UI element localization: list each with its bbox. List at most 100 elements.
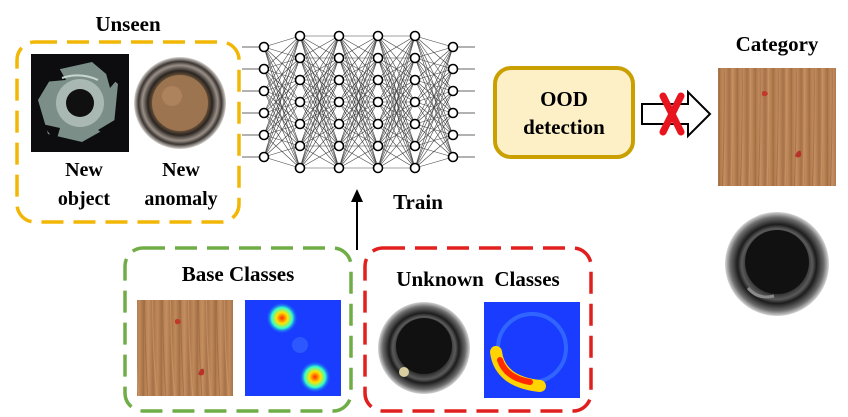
neural-network xyxy=(242,30,475,174)
train-label: Train xyxy=(393,190,443,214)
nn-edge xyxy=(263,123,301,158)
nn-edge xyxy=(377,35,416,125)
nn-node xyxy=(447,151,459,163)
new-anomaly-image xyxy=(134,57,226,149)
nn-node xyxy=(409,96,421,108)
unknown-classes-box xyxy=(363,246,593,413)
nn-node xyxy=(447,85,459,97)
nn-edge xyxy=(377,35,416,147)
nn-node xyxy=(258,63,270,75)
nn-node xyxy=(372,52,384,64)
nn-edge xyxy=(299,35,340,81)
nn-node xyxy=(258,107,270,119)
nn-node xyxy=(372,118,384,130)
nn-edge xyxy=(377,145,416,169)
ood-label-line1: OOD xyxy=(540,87,588,111)
nn-edge xyxy=(263,101,301,158)
nn-edge xyxy=(338,101,379,169)
nn-edge xyxy=(414,35,454,48)
unknown-classes-title: Unknown Classes xyxy=(396,267,559,291)
nn-node xyxy=(294,162,306,174)
nn-node xyxy=(333,140,345,152)
nn-edge xyxy=(338,35,379,103)
nn-edge xyxy=(263,35,301,48)
nn-node xyxy=(258,41,270,53)
nn-edge xyxy=(377,79,416,169)
nn-edge xyxy=(414,112,454,169)
nn-edge xyxy=(299,123,340,169)
unknown-bottle-image xyxy=(378,302,470,394)
nn-edge xyxy=(338,35,379,81)
nn-edge xyxy=(263,57,301,158)
nn-node xyxy=(333,118,345,130)
unseen-box xyxy=(15,40,241,224)
ood-detection-box xyxy=(493,66,635,159)
nn-edge xyxy=(414,68,454,169)
unseen-title: Unseen xyxy=(95,12,161,36)
nn-edge xyxy=(263,35,301,136)
nn-edge xyxy=(414,90,454,169)
nn-edge xyxy=(414,156,454,169)
ood-label-line2: detection xyxy=(523,115,605,139)
nn-node xyxy=(333,30,345,42)
nn-node xyxy=(258,151,270,163)
nn-node xyxy=(333,52,345,64)
nn-node xyxy=(372,96,384,108)
nn-edge xyxy=(377,35,416,81)
base-classes-title: Base Classes xyxy=(182,262,295,286)
blocked-arrow xyxy=(641,89,712,139)
nn-node xyxy=(409,162,421,174)
nn-node xyxy=(409,118,421,130)
category-title: Category xyxy=(736,32,819,56)
nn-node xyxy=(447,63,459,75)
category-wood-image xyxy=(718,68,836,186)
base-classes-box xyxy=(123,246,353,413)
nn-node xyxy=(258,85,270,97)
nn-edge xyxy=(377,101,416,169)
nn-edge xyxy=(299,35,340,169)
nn-edge xyxy=(299,145,340,169)
category-bottle-image xyxy=(725,212,829,316)
nn-edge xyxy=(338,35,379,125)
nn-edge xyxy=(299,101,340,169)
nn-edge xyxy=(414,46,454,103)
nn-edge xyxy=(414,46,454,59)
nn-edge xyxy=(263,145,301,158)
base-wood-image xyxy=(137,300,233,396)
nn-edge xyxy=(377,35,416,103)
nn-node xyxy=(333,74,345,86)
new-object-image xyxy=(31,54,129,152)
nn-node xyxy=(372,30,384,42)
nn-edge xyxy=(299,35,340,59)
nn-edge xyxy=(299,35,340,125)
nn-node xyxy=(294,30,306,42)
unknown-heatmap-image xyxy=(484,302,580,398)
new-object-label-line2: object xyxy=(58,188,111,210)
nn-node xyxy=(409,140,421,152)
nn-node xyxy=(447,107,459,119)
new-anomaly-label-line1: New xyxy=(162,159,200,181)
nn-edge xyxy=(299,79,340,169)
nn-node xyxy=(333,96,345,108)
nn-edge xyxy=(414,46,454,147)
new-anomaly-label-line2: anomaly xyxy=(144,188,217,210)
new-object-label-line1: New xyxy=(65,159,103,181)
nn-edge xyxy=(263,79,301,158)
nn-edge xyxy=(414,46,454,125)
nn-edge xyxy=(299,57,340,169)
base-heatmap-image xyxy=(245,300,341,396)
nn-node xyxy=(372,140,384,152)
nn-edge xyxy=(377,35,416,169)
nn-node xyxy=(258,129,270,141)
nn-edge xyxy=(263,156,301,169)
nn-node xyxy=(294,118,306,130)
nn-edge xyxy=(263,35,301,158)
nn-edge xyxy=(338,79,379,169)
nn-edge xyxy=(414,134,454,169)
nn-edge xyxy=(377,35,416,59)
nn-edge xyxy=(338,123,379,169)
nn-edge xyxy=(338,35,379,169)
nn-edge xyxy=(263,35,301,114)
train-arrowhead xyxy=(351,189,363,202)
